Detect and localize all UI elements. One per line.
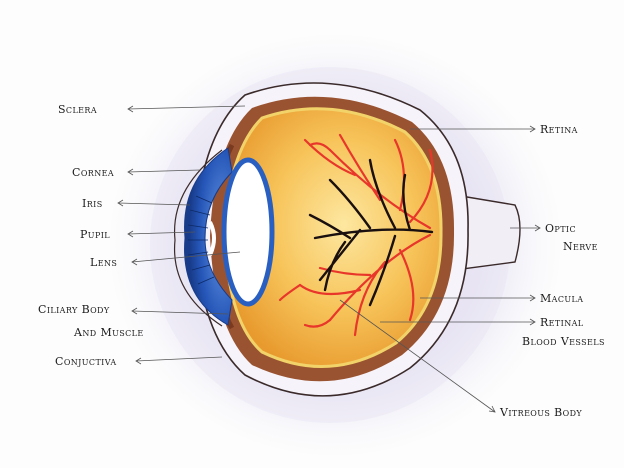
label-retinal-line2: Blood Vessels xyxy=(522,335,605,348)
label-conjunctiva: Conjuctiva xyxy=(55,355,117,368)
label-vitreous: Vitreous Body xyxy=(499,406,582,419)
label-ciliary-line2: And Muscle xyxy=(73,326,144,339)
label-optic-line1: Optic xyxy=(545,222,576,235)
label-retinal-line1: Retinal xyxy=(540,316,584,329)
label-iris: Iris xyxy=(82,197,103,210)
label-optic-line2: Nerve xyxy=(563,240,598,253)
label-ciliary-line1: Ciliary Body xyxy=(38,303,110,316)
label-cornea: Cornea xyxy=(72,166,114,179)
label-sclera: Sclera xyxy=(58,103,97,116)
label-macula: Macula xyxy=(540,292,583,305)
label-retina: Retina xyxy=(540,123,578,136)
label-lens: Lens xyxy=(90,256,117,269)
lens xyxy=(224,160,272,304)
label-pupil: Pupil xyxy=(80,228,110,241)
